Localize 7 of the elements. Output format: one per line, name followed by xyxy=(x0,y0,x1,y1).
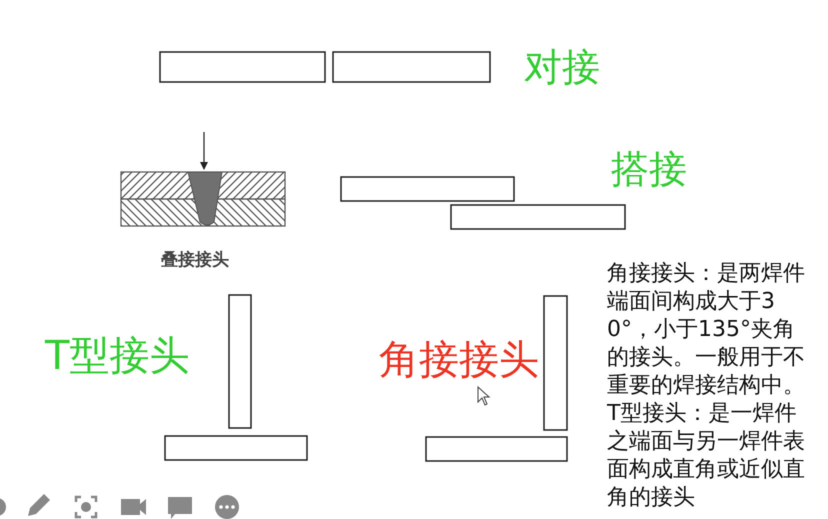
joint-label: 搭接 xyxy=(611,150,687,188)
joint-label: 对接 xyxy=(524,48,600,86)
definition-text: T型接头：是一焊件之端面与另一焊件表面构成直角或近似直角的接头 xyxy=(607,400,806,512)
joint-label: 角接接头 xyxy=(379,340,539,380)
definition-text: 角接接头：是两焊件端面间构成大于30°，小于135°夹角的接头。一般用于不重要的焊接结构中。 xyxy=(607,260,806,400)
figure-caption: 叠接接头 xyxy=(161,252,229,269)
joint-label: T型接头 xyxy=(45,336,190,376)
